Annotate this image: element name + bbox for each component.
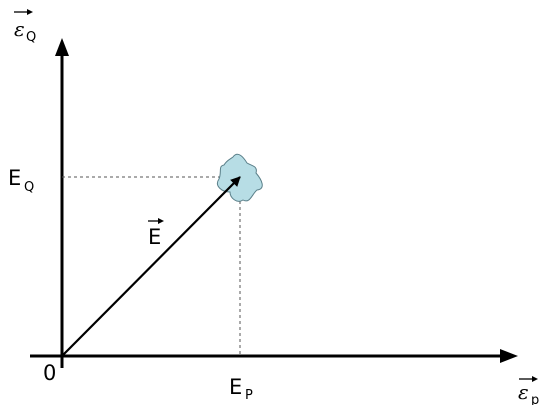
vector-e-label-text: E: [148, 225, 161, 249]
y-axis-arrowhead: [55, 38, 69, 56]
x-axis-symbol: ε: [518, 380, 529, 404]
x-axis-subscript: p: [531, 393, 539, 405]
vector-e-arrow: [61, 176, 241, 357]
y-axis-subscript: Q: [26, 30, 36, 45]
ep-label-main: E: [229, 375, 242, 399]
x-axis-arrowhead: [500, 349, 518, 363]
y-axis-symbol: ε: [14, 17, 25, 41]
vector-e-label: E: [148, 218, 164, 249]
y-axis-label: ε Q: [14, 9, 36, 45]
eq-label-subscript: Q: [24, 180, 34, 195]
ep-label: E P: [229, 375, 253, 403]
origin-label: 0: [43, 361, 56, 385]
ep-label-subscript: P: [245, 388, 253, 403]
eq-label: E Q: [8, 166, 34, 195]
x-axis-label: ε p: [518, 376, 539, 405]
eq-label-main: E: [8, 166, 21, 190]
